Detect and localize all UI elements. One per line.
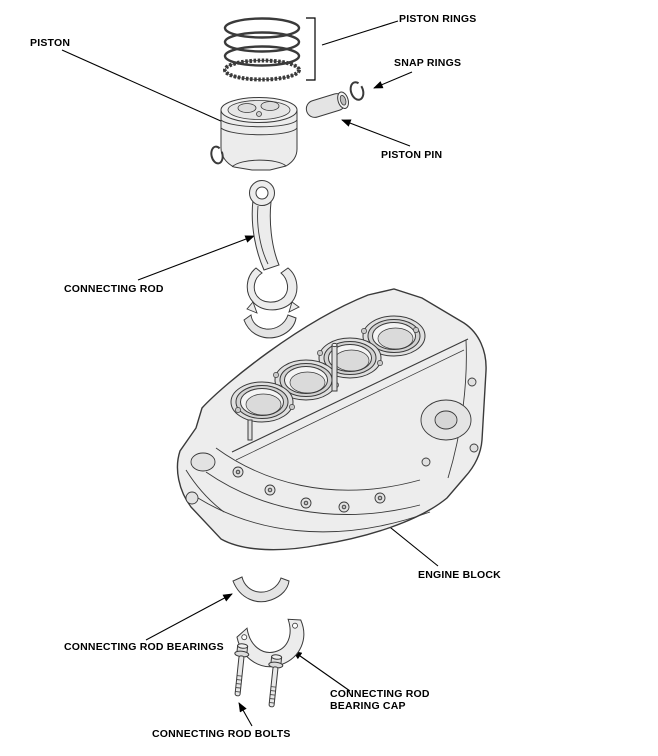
piston-pin-part [305, 91, 349, 118]
upper-bearing-shell [243, 314, 297, 339]
piston-rings-bracket [306, 17, 316, 81]
leader-piston [61, 49, 233, 127]
bearing-cap-part [236, 618, 305, 668]
end-face-details [420, 377, 479, 467]
label-connecting-rod-bearing-cap: CONNECTING ROD BEARING CAP [330, 688, 430, 712]
label-connecting-rod-bearings: CONNECTING ROD BEARINGS [64, 641, 224, 653]
leader-bolts [238, 702, 253, 727]
leader-connecting-rod [137, 235, 255, 281]
deck-stud [247, 342, 338, 441]
label-piston-pin: PISTON PIN [381, 149, 443, 161]
label-connecting-rod-bolts: CONNECTING ROD BOLTS [152, 728, 291, 740]
label-piston: PISTON [30, 37, 71, 49]
label-engine-block: ENGINE BLOCK [418, 569, 501, 581]
connecting-rod-part [246, 180, 300, 314]
front-face-details [197, 447, 431, 533]
leader-bearings [145, 593, 233, 641]
label-connecting-rod: CONNECTING ROD [64, 283, 164, 295]
leader-piston-pin [341, 119, 411, 147]
leader-lines [61, 20, 439, 727]
snap-ring-left [210, 145, 224, 165]
snap-ring-right [349, 81, 365, 101]
lower-bearing-shell [232, 576, 290, 603]
rod-bolt-1 [234, 643, 250, 697]
label-snap-rings: SNAP RINGS [394, 57, 462, 69]
label-bearing-cap-line2: BEARING CAP [330, 700, 406, 712]
leader-piston-rings [321, 20, 399, 46]
left-end-details [185, 452, 225, 513]
leader-bearing-cap [292, 650, 351, 692]
label-piston-rings: PISTON RINGS [399, 13, 477, 25]
piston-part [220, 97, 298, 171]
leader-snap-rings [373, 71, 413, 89]
engine-block-part [176, 288, 487, 551]
rod-bolt-2 [268, 654, 284, 708]
cylinder-bores [230, 315, 426, 423]
piston-rings-part [223, 17, 301, 82]
label-bearing-cap-line1: CONNECTING ROD [330, 688, 430, 700]
